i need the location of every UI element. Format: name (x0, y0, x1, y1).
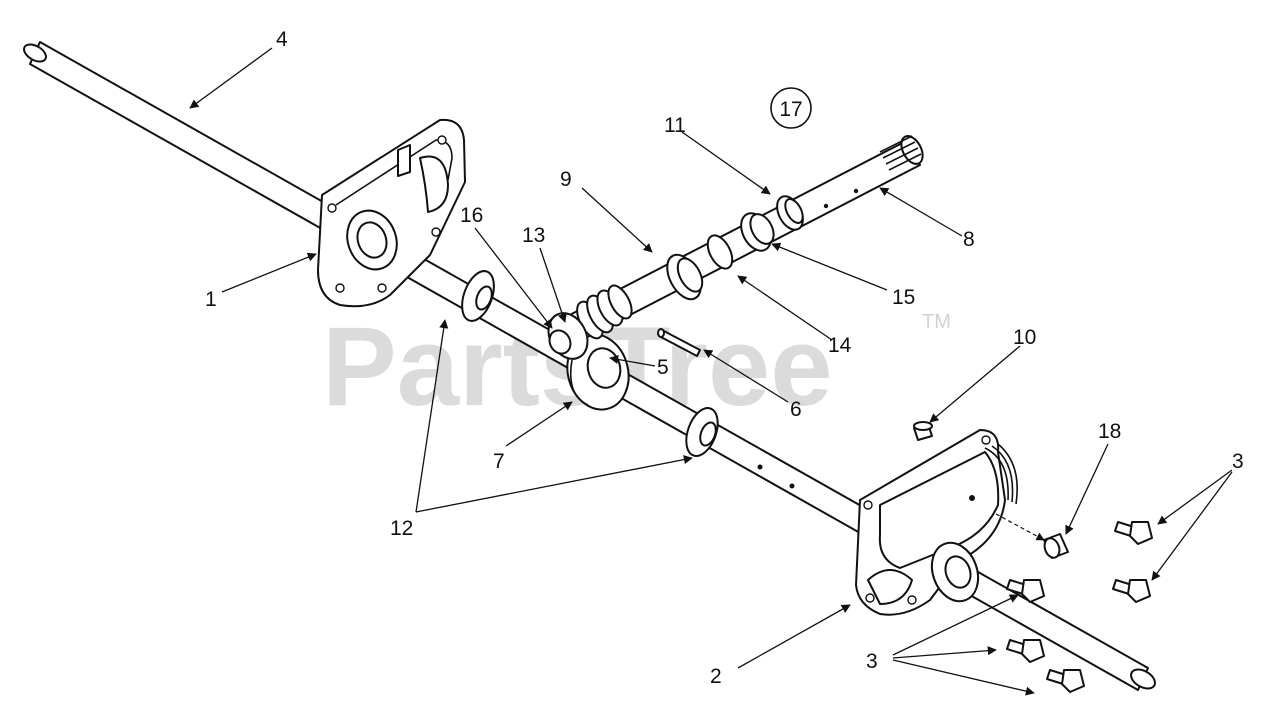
assembly-reference: 17 (770, 87, 812, 129)
watermark-trademark: TM (922, 311, 951, 333)
vent-plug[interactable] (913, 421, 933, 441)
callout-14: 14 (828, 334, 852, 357)
callout-12: 12 (390, 517, 413, 540)
callout-6: 6 (790, 398, 802, 421)
snap-ring[interactable] (772, 192, 808, 234)
drain-plug[interactable] (1042, 533, 1069, 560)
callout-18: 18 (1098, 420, 1121, 443)
screw-right[interactable] (1112, 579, 1151, 603)
callout-7: 7 (493, 450, 505, 473)
leader-lines (189, 47, 1233, 696)
washer-right[interactable] (680, 404, 723, 461)
callout-3-lower: 3 (866, 650, 878, 673)
left-housing-plate[interactable] (317, 118, 466, 308)
assembly-reference-number: 17 (779, 98, 802, 121)
callout-1: 1 (205, 288, 217, 311)
callout-labels: 1 2 3 3 4 5 6 7 8 9 10 11 12 13 14 15 16… (205, 28, 1244, 688)
worm-screw[interactable] (572, 282, 637, 342)
callout-2: 2 (710, 665, 722, 688)
callout-5: 5 (657, 356, 669, 379)
screw-top-right[interactable] (1114, 521, 1153, 545)
washer-left[interactable] (456, 267, 500, 325)
callout-16: 16 (460, 204, 483, 227)
callout-15: 15 (892, 286, 915, 309)
worm-bearing[interactable] (541, 306, 595, 365)
callout-3-right: 3 (1232, 450, 1244, 473)
right-gear-housing[interactable] (855, 429, 1018, 616)
callout-11: 11 (664, 114, 686, 137)
callout-13: 13 (522, 224, 545, 247)
flat-washer[interactable] (703, 231, 738, 272)
callout-10: 10 (1013, 326, 1036, 349)
callout-4: 4 (276, 28, 288, 51)
screw-bottom[interactable] (1046, 669, 1085, 693)
shaft-bearing[interactable] (735, 208, 778, 256)
screw-lower[interactable] (1006, 639, 1045, 663)
callout-9: 9 (560, 168, 572, 191)
thrust-washer[interactable] (660, 249, 707, 305)
callout-8: 8 (963, 228, 975, 251)
screw-center[interactable] (1006, 579, 1045, 603)
roll-pin[interactable] (657, 328, 701, 357)
